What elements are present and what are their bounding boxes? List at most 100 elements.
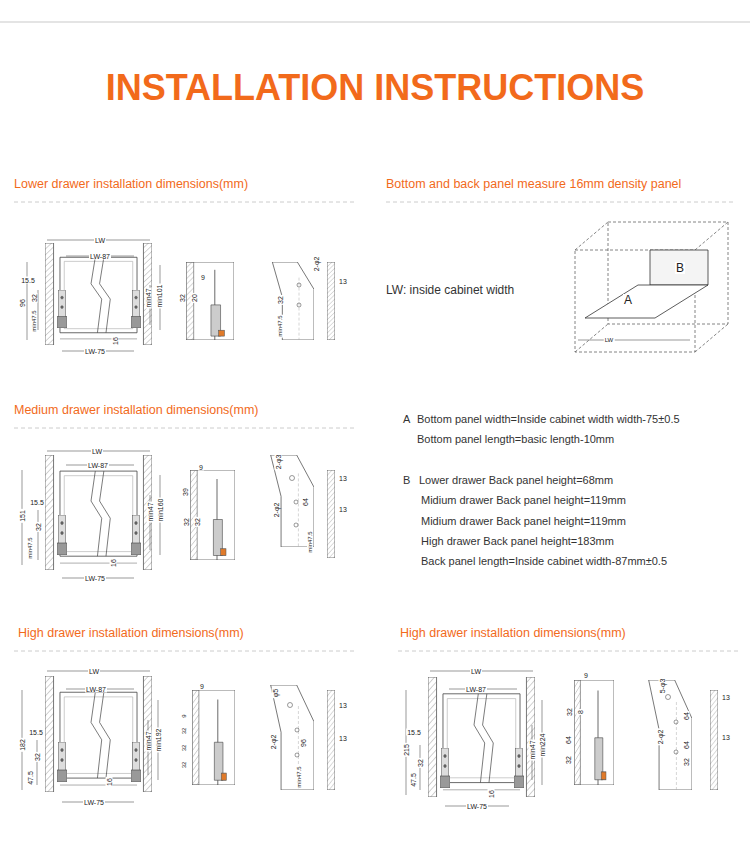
dimension-label: LW-75 <box>84 575 106 582</box>
dimension-label: 96 <box>300 738 307 748</box>
note-text: Lower drawer Back panel height=68mm <box>419 475 613 486</box>
dimension-label: 9 <box>199 683 205 690</box>
dimension-label: min47 <box>145 730 152 751</box>
dimension-label: 13 <box>338 506 348 513</box>
section-heading: Bottom and back panel measure 16mm densi… <box>386 178 681 191</box>
dimension-label: min47.5 <box>27 536 33 559</box>
dimension-label: LW-75 <box>83 799 105 806</box>
dimension-label: 20 <box>191 293 198 303</box>
dimension-label: 13 <box>338 735 348 742</box>
dimension-label: LW <box>91 448 103 455</box>
section-heading: Lower drawer installation dimensions(mm) <box>14 178 248 191</box>
dimension-label: 16 <box>112 336 119 346</box>
dimension-label: LW-87 <box>465 686 487 693</box>
dimension-label: LW <box>470 668 482 675</box>
dimension-label: 9 <box>583 672 589 679</box>
dimension-label: min224 <box>539 733 546 758</box>
dimension-label: 151 <box>19 509 26 523</box>
dimension-label: min47 <box>529 739 536 760</box>
dimension-label: 64 <box>302 497 309 507</box>
dimension-label: 64 <box>683 711 690 721</box>
dimension-label: 32 <box>194 517 201 527</box>
dimension-label: LW <box>94 237 106 244</box>
dimension-label: 15.5 <box>28 729 44 736</box>
dimension-label: 5-φ3 <box>659 678 666 695</box>
dimension-label: 64 <box>683 740 690 750</box>
dimension-label: 2-φ2 <box>657 729 664 746</box>
dimension-label: min47.5 <box>307 530 313 553</box>
dimension-label: 15.5 <box>29 499 45 506</box>
dimension-label: 2-φ2 <box>270 734 277 751</box>
note-text: Back panel length=Inside cabinet width-8… <box>421 556 667 567</box>
dimension-label: 32 <box>179 293 186 303</box>
dimension-label: min47.5 <box>277 314 283 337</box>
section-heading: Medium drawer installation dimensions(mm… <box>14 404 259 417</box>
note-text: A <box>403 414 410 425</box>
note-text: Bottom panel width=Inside cabinet width … <box>417 414 680 425</box>
dimension-label: 16 <box>488 789 495 799</box>
dimension-label: 15.5 <box>20 277 36 284</box>
dimension-label: min47.5 <box>296 765 302 788</box>
dimension-label: 8 <box>577 709 584 715</box>
dimension-label: LW <box>88 668 100 675</box>
dimension-label: min47 <box>145 287 152 308</box>
note-text: Midium drawer Back panel height=119mm <box>421 495 626 506</box>
dimension-label: min47.5 <box>31 309 37 332</box>
dimension-label: min192 <box>155 728 162 753</box>
section-heading: High drawer installation dimensions(mm) <box>18 627 244 640</box>
dimension-label: LW-75 <box>466 803 488 810</box>
dimension-label: 47.5 <box>27 770 34 786</box>
dimension-label: 64 <box>565 735 572 745</box>
dimension-label: min160 <box>157 498 164 523</box>
dimension-label: 96 <box>19 298 26 308</box>
dimension-label: LW-87 <box>87 462 109 469</box>
note-text: High drawer Back panel height=183mm <box>421 536 614 547</box>
dimension-label: 9 <box>181 713 187 718</box>
dimension-label: 32 <box>277 295 284 305</box>
dimension-label: min101 <box>156 284 163 309</box>
dimension-label: 39 <box>182 487 189 497</box>
note-text: Midium drawer Back panel height=119mm <box>421 516 626 527</box>
page-title: INSTALLATION INSTRUCTIONS <box>106 70 645 106</box>
dimension-label: 9 <box>198 464 204 471</box>
dimension-label: φ5 <box>272 688 279 698</box>
dimension-label: 32 <box>181 744 187 753</box>
note-text: B <box>403 475 410 486</box>
dimension-label: 16 <box>106 777 113 787</box>
dimension-label: 32 <box>181 761 187 770</box>
dimension-label: min47 <box>147 501 154 522</box>
dimension-label: 32 <box>683 757 690 767</box>
note-text: Bottom panel length=basic length-10mm <box>417 434 614 445</box>
dimension-label: LW-87 <box>89 253 111 260</box>
dimension-label: LW-75 <box>84 348 106 355</box>
dimension-label: 32 <box>417 758 424 768</box>
dimension-label: 32 <box>565 755 572 765</box>
dimension-label: 15.5 <box>406 729 422 736</box>
dimension-label: 16 <box>110 558 117 568</box>
dimension-label: B <box>675 262 685 274</box>
dimension-label: 32 <box>183 517 190 527</box>
dimension-label: 2-φ3 <box>275 454 282 471</box>
dimension-label: 32 <box>35 522 42 532</box>
dimension-label: 32 <box>566 707 573 717</box>
dimension-label: A <box>623 294 633 306</box>
dimension-label: LW <box>604 337 615 343</box>
dimension-label: 13 <box>721 734 731 741</box>
dimension-label: 215 <box>403 743 410 757</box>
dimension-label: 13 <box>338 278 348 285</box>
dimension-label: 32 <box>34 752 41 762</box>
dimension-label: 47.5 <box>410 772 417 788</box>
dimension-label: 13 <box>721 694 731 701</box>
dimension-label: LW-87 <box>85 686 107 693</box>
dimension-label: 32 <box>31 293 38 303</box>
section-heading: High drawer installation dimensions(mm) <box>400 627 626 640</box>
dimension-label: 2-φ2 <box>313 256 320 273</box>
dimension-label: 9 <box>200 274 206 281</box>
dimension-label: 2-φ2 <box>273 502 280 519</box>
dimension-label: 13 <box>338 475 348 482</box>
dimension-label: 32 <box>181 727 187 736</box>
dimension-label: 13 <box>338 702 348 709</box>
note-text: LW: inside cabinet width <box>386 284 514 296</box>
dimension-label: 182 <box>19 738 26 752</box>
